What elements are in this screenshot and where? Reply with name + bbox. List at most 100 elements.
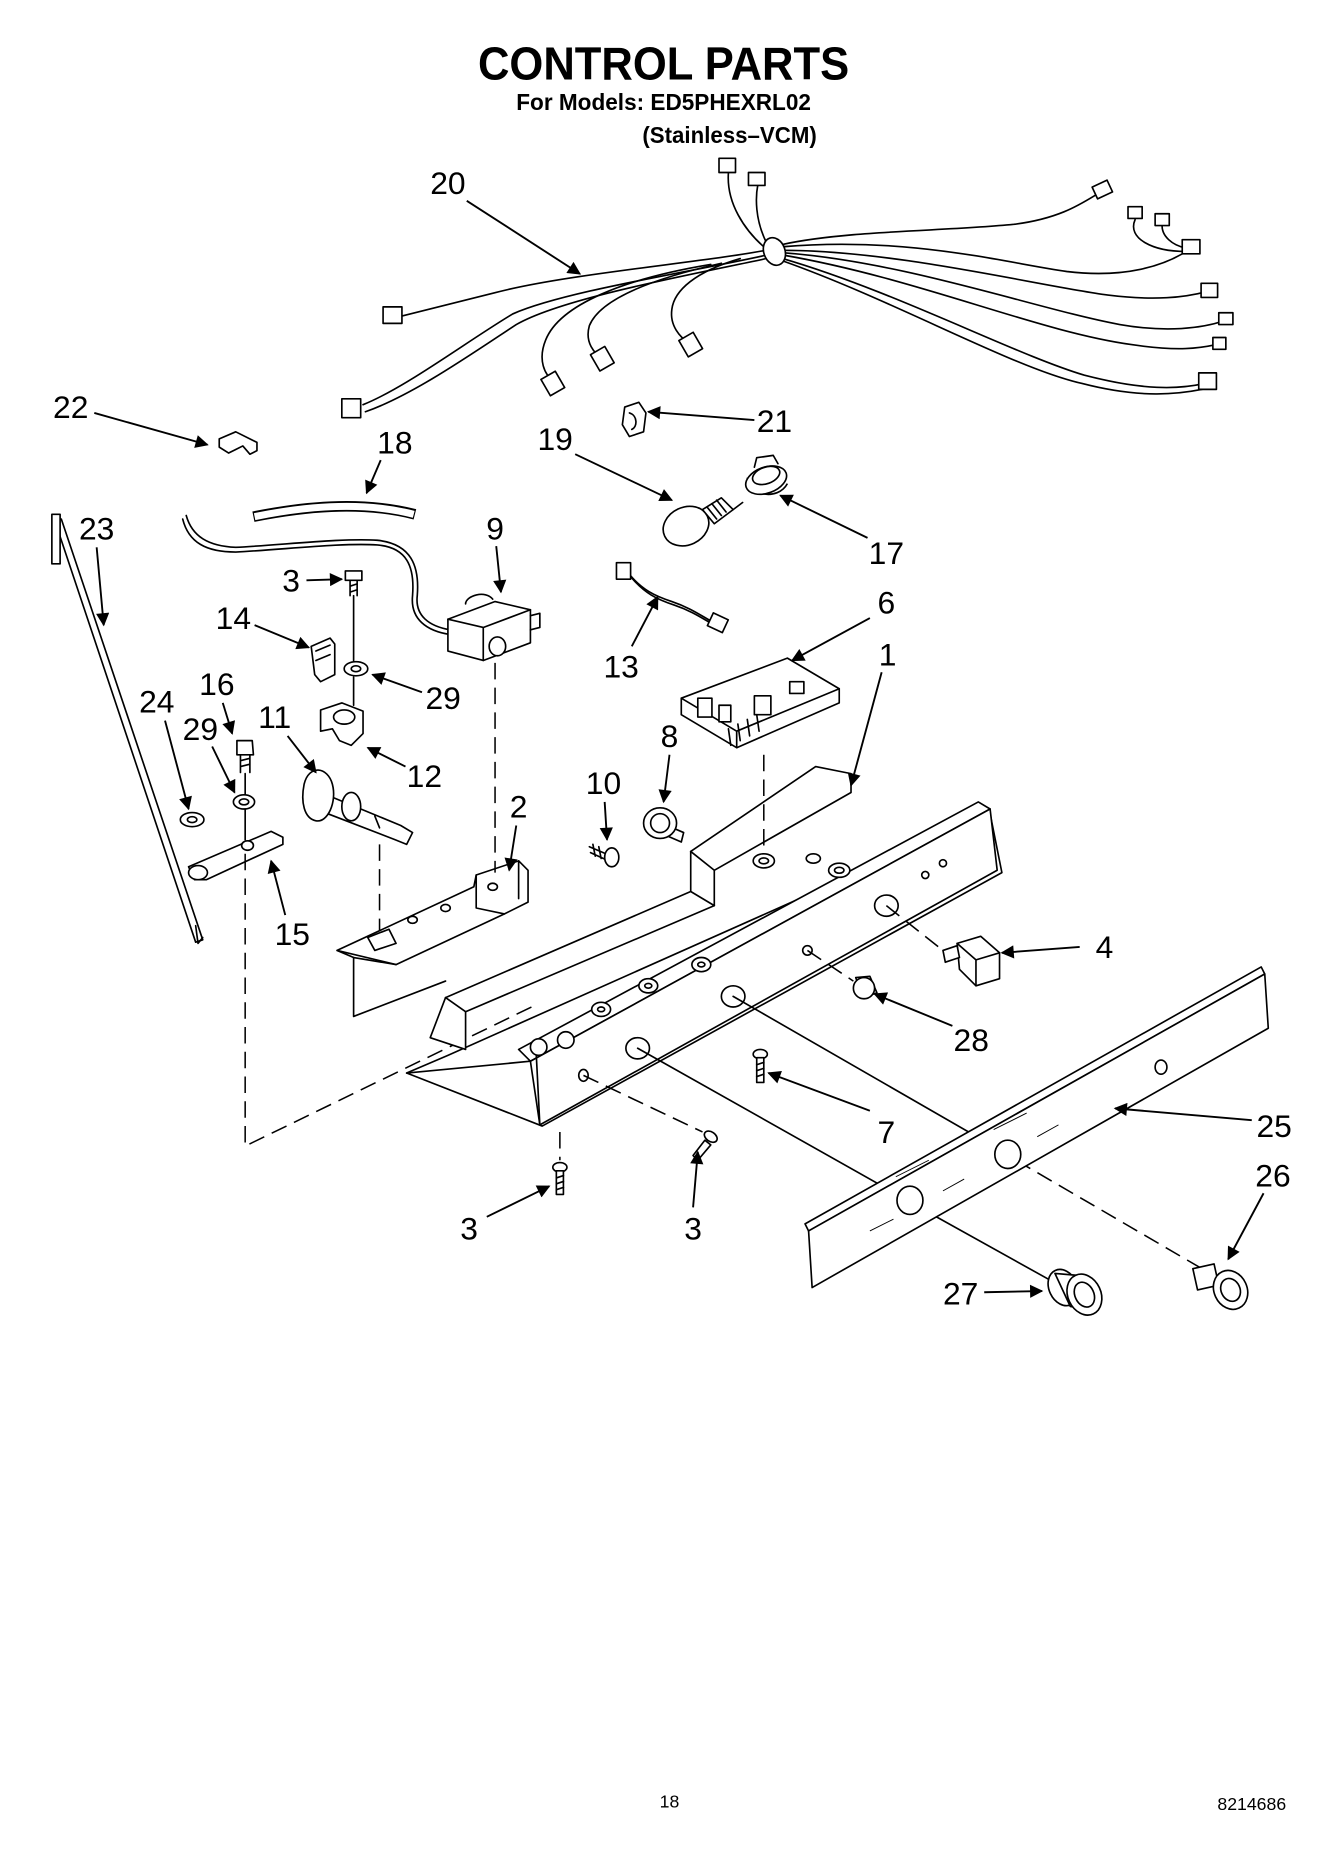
callout-14: 14	[216, 600, 251, 636]
screw-part-16	[236, 739, 255, 796]
rod-part-23	[51, 513, 204, 945]
leader-arrow-7	[767, 1070, 871, 1112]
callout-12: 12	[407, 758, 442, 794]
leader-arrow-24	[164, 720, 192, 811]
knob-part-27	[1047, 1268, 1103, 1316]
variant-line: (Stainless–VCM)	[642, 122, 816, 148]
callout-16: 16	[199, 666, 234, 702]
lever-part-15	[187, 830, 537, 1148]
light-bulb-part-19	[662, 496, 744, 547]
switch-part-9	[181, 514, 541, 662]
clip-part-21	[621, 401, 647, 438]
bracket-part-14	[310, 637, 336, 683]
leader-arrow-3-lower-right	[690, 1150, 704, 1208]
callout-29-right: 29	[425, 680, 460, 716]
callout-4: 4	[1096, 929, 1114, 965]
page-number: 18	[660, 1791, 680, 1811]
callout-1: 1	[879, 637, 897, 673]
leader-arrow-2	[504, 825, 518, 872]
leader-arrow-10	[599, 801, 613, 841]
control-housing-part-1	[405, 765, 1003, 1127]
callout-10: 10	[586, 765, 621, 801]
callout-29-left: 29	[183, 711, 218, 747]
leader-arrow-15	[267, 859, 287, 916]
page-footer: 18 8214686	[660, 1791, 1287, 1813]
leader-arrow-6	[790, 617, 871, 662]
leader-arrow-1	[847, 672, 883, 787]
leader-arrow-19	[574, 453, 674, 502]
lamp-socket-part-17	[744, 454, 789, 496]
document-number: 8214686	[1217, 1794, 1286, 1814]
callout-20: 20	[430, 165, 465, 201]
callout-25: 25	[1256, 1108, 1291, 1144]
callout-8: 8	[661, 718, 679, 754]
callout-22: 22	[53, 389, 88, 425]
leader-arrow-14	[254, 624, 311, 650]
leader-arrow-22	[94, 412, 209, 448]
callout-7: 7	[878, 1114, 896, 1150]
wire-harness	[340, 157, 1234, 419]
leader-arrow-27	[984, 1284, 1044, 1298]
projection-lines	[636, 995, 1215, 1284]
switch-part-4	[885, 905, 1001, 987]
screw-part-7	[752, 1048, 769, 1084]
leader-arrow-16	[221, 702, 236, 735]
page-header: CONTROL PARTS For Models: ED5PHEXRL02 (S…	[478, 37, 849, 148]
clip-part-22	[218, 430, 258, 456]
leader-arrow-25	[1113, 1102, 1252, 1122]
leader-arrow-18	[365, 459, 382, 495]
callout-6: 6	[878, 585, 896, 621]
callout-17: 17	[869, 535, 904, 571]
leader-arrow-11	[286, 735, 317, 774]
leader-arrow-17	[779, 494, 868, 539]
callout-9: 9	[486, 510, 504, 546]
knob-part-26	[1192, 1263, 1249, 1311]
leader-arrow-13	[630, 595, 659, 647]
control-board-part-6	[680, 657, 841, 852]
screw-part-3-lower-left	[551, 1131, 568, 1196]
models-line: For Models: ED5PHEXRL02	[516, 89, 811, 115]
grommet-part-8	[642, 806, 685, 843]
leader-arrow-21	[646, 406, 755, 421]
leader-arrow-9	[493, 546, 507, 594]
knob-shaft-part-11	[301, 769, 414, 932]
callout-18: 18	[377, 424, 412, 460]
leader-arrow-28	[873, 992, 953, 1027]
screw-part-10	[588, 843, 620, 868]
callout-3-upper: 3	[282, 562, 300, 598]
callout-11: 11	[258, 699, 291, 735]
page-title: CONTROL PARTS	[478, 37, 849, 89]
callouts: 20 22 21 18 19 17 23 9 3 14 6 13 1 29 16…	[53, 165, 1292, 1311]
leader-arrow-8	[658, 754, 672, 804]
washer-part-29-right	[343, 660, 369, 707]
callout-15: 15	[275, 916, 310, 952]
callout-28: 28	[954, 1022, 989, 1058]
leader-arrow-29-left	[211, 746, 236, 794]
leader-arrow-26	[1227, 1192, 1265, 1261]
leader-arrow-3-upper	[306, 572, 344, 587]
washer-part-24	[179, 811, 205, 828]
leader-arrow-3-lower-left	[486, 1185, 551, 1218]
callout-13: 13	[603, 648, 638, 684]
screw-part-3-upper	[344, 570, 363, 662]
bracket-part-2	[336, 662, 529, 1018]
callout-2: 2	[510, 789, 528, 825]
washer-part-29-left	[232, 794, 256, 841]
leader-arrow-12	[366, 746, 406, 768]
callout-27: 27	[943, 1275, 978, 1311]
tube-part-18	[252, 501, 417, 522]
callout-26: 26	[1255, 1158, 1290, 1194]
control-panel-part-25	[804, 966, 1270, 1289]
callout-23: 23	[79, 510, 114, 546]
callout-24: 24	[139, 684, 174, 720]
leader-arrow-29-right	[371, 672, 423, 694]
jumper-wire-part-13	[615, 561, 730, 634]
callout-3-lower-left: 3	[460, 1211, 478, 1247]
leader-arrow-4	[1000, 945, 1080, 959]
leader-arrow-23	[95, 547, 110, 627]
bracket-part-12	[319, 702, 364, 747]
leader-arrow-20	[466, 199, 582, 275]
callout-19: 19	[537, 421, 572, 457]
callout-3-lower-right: 3	[684, 1211, 702, 1247]
